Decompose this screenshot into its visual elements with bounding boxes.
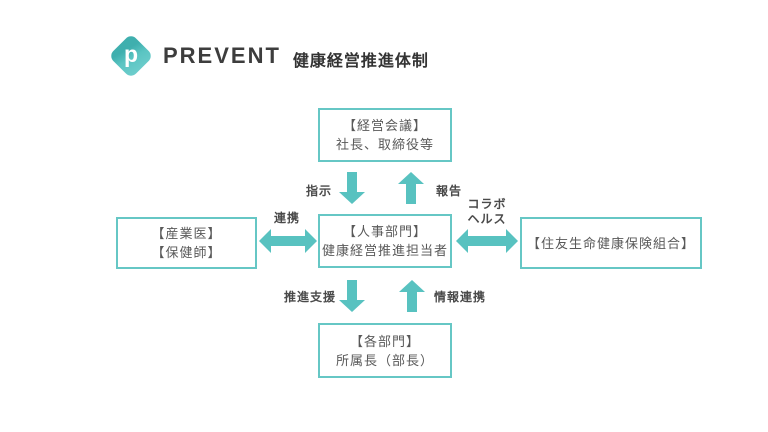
arrow-shaft — [407, 292, 417, 312]
label-collabo-health-line2: ヘルス — [467, 212, 507, 226]
arrow-head-down — [339, 192, 365, 204]
logo-letter: p — [123, 41, 139, 67]
arrow-head-left — [259, 229, 271, 253]
arrow-double-cooperation-icon — [259, 229, 317, 253]
node-management-meeting-line2: 社長、取締役等 — [335, 137, 434, 152]
node-management-meeting: 【経営会議】 社長、取締役等 — [318, 108, 452, 162]
node-occupational-physician-line2: 【保健師】 — [151, 245, 222, 260]
node-hr-department: 【人事部門】 健康経営推進担当者 — [318, 214, 452, 268]
arrow-double-collabo-health-icon — [456, 229, 518, 253]
label-information-link: 情報連携 — [434, 290, 487, 304]
prevent-logo-icon: p — [108, 33, 154, 79]
arrow-head-down — [339, 300, 365, 312]
label-cooperation: 連携 — [274, 211, 301, 225]
arrow-shaft — [468, 236, 506, 246]
page-title: 健康経営推進体制 — [292, 52, 429, 70]
arrow-down-instruction-icon — [339, 172, 365, 204]
arrow-head-right — [305, 229, 317, 253]
arrow-shaft — [347, 172, 357, 192]
arrow-shaft — [271, 236, 305, 246]
node-hr-department-line1: 【人事部門】 — [342, 224, 427, 239]
label-collabo-health: コラボ ヘルス — [459, 197, 515, 227]
node-occupational-physician: 【産業医】 【保健師】 — [116, 217, 257, 269]
arrow-up-report-icon — [398, 172, 424, 204]
node-health-insurance-association-line1: 【住友生命健康保険組合】 — [526, 235, 695, 251]
node-health-insurance-association: 【住友生命健康保険組合】 — [520, 217, 702, 269]
arrow-shaft — [406, 184, 416, 204]
label-collabo-health-line1: コラボ — [467, 197, 507, 211]
arrow-shaft — [347, 280, 357, 300]
node-each-department: 【各部門】 所属長（部長） — [318, 323, 452, 378]
arrow-head-right — [506, 229, 518, 253]
node-occupational-physician-line1: 【産業医】 — [151, 226, 222, 241]
node-management-meeting-line1: 【経営会議】 — [342, 118, 427, 133]
arrow-down-support-icon — [339, 280, 365, 312]
arrow-up-information-icon — [399, 280, 425, 312]
label-promotion-support: 推進支援 — [284, 290, 337, 304]
label-report: 報告 — [436, 184, 463, 198]
arrow-head-up — [399, 280, 425, 292]
node-each-department-line2: 所属長（部長） — [335, 352, 434, 368]
arrow-head-left — [456, 229, 468, 253]
node-hr-department-line2: 健康経営推進担当者 — [321, 243, 448, 258]
header: p PREVENT 健康経営推進体制 — [108, 33, 429, 79]
brand-name: PREVENT — [163, 43, 281, 68]
node-each-department-line1: 【各部門】 — [349, 333, 420, 349]
arrow-head-up — [398, 172, 424, 184]
label-instruction: 指示 — [306, 184, 333, 198]
